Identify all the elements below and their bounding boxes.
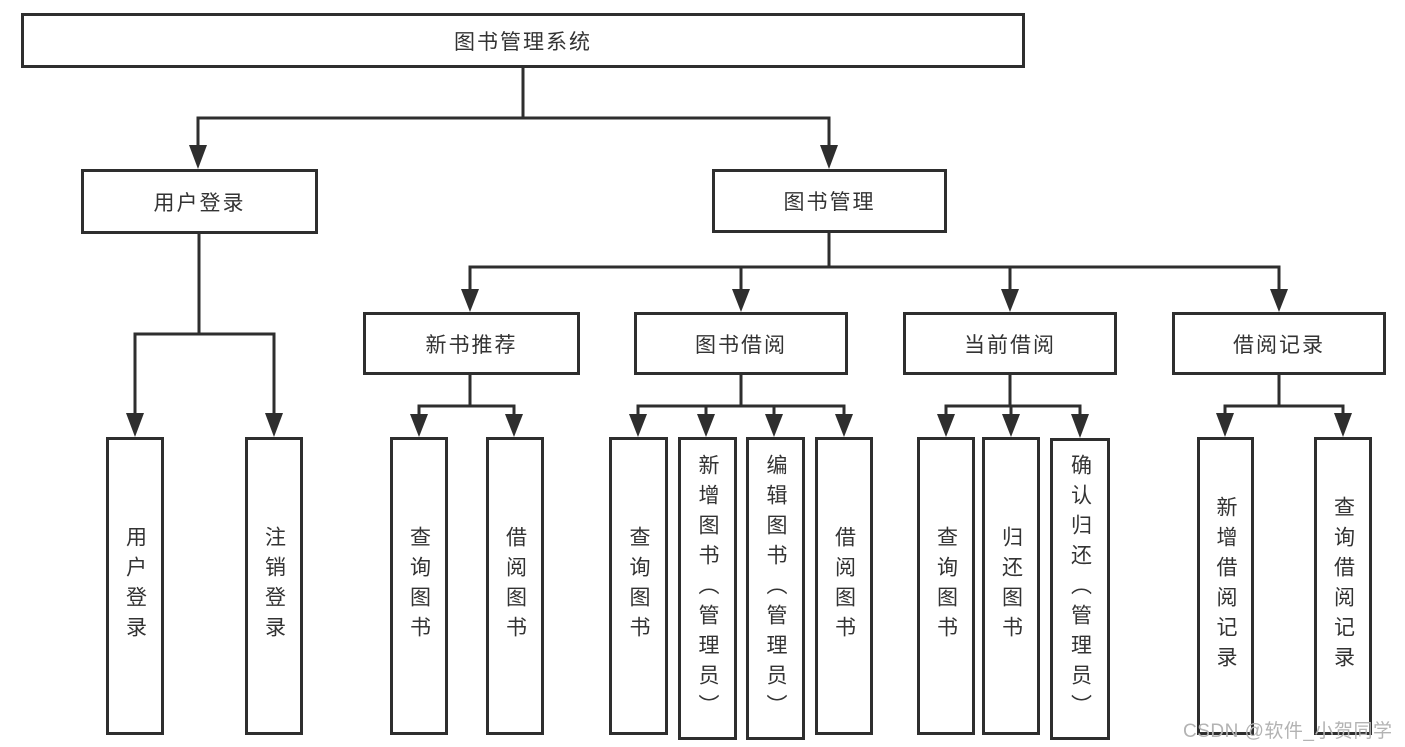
- leaf-borrow-books-recommend: 借阅图书: [486, 437, 544, 735]
- leaf-query-borrow-record-label: 查询借阅记录: [1331, 496, 1355, 676]
- leaf-borrow-books-label: 借阅图书: [832, 526, 856, 646]
- leaf-borrow-books-recommend-label: 借阅图书: [503, 526, 527, 646]
- node-user-login: 用户登录: [81, 169, 318, 234]
- node-user-login-label: 用户登录: [153, 191, 246, 215]
- leaf-add-borrow-record: 新增借阅记录: [1197, 437, 1254, 735]
- leaf-confirm-return-admin-label: 确认归还（管理员）: [1068, 454, 1092, 724]
- leaf-query-books-borrow-label: 查询图书: [627, 526, 650, 646]
- node-book-borrow: 图书借阅: [634, 312, 848, 375]
- node-current-borrow-label: 当前借阅: [964, 333, 1056, 357]
- node-library-system-label: 图书管理系统: [454, 30, 592, 54]
- node-book-management: 图书管理: [712, 169, 947, 233]
- node-library-system: 图书管理系统: [21, 13, 1025, 68]
- leaf-user-login: 用户登录: [106, 437, 164, 735]
- node-borrow-records-label: 借阅记录: [1233, 333, 1325, 357]
- leaf-add-borrow-record-label: 新增借阅记录: [1214, 496, 1237, 676]
- leaf-add-book-admin: 新增图书（管理员）: [678, 437, 737, 740]
- leaf-user-login-label: 用户登录: [123, 526, 147, 646]
- leaf-query-books-current-label: 查询图书: [934, 526, 958, 646]
- leaf-return-book-label: 归还图书: [999, 526, 1023, 646]
- leaf-query-books-recommend: 查询图书: [390, 437, 448, 735]
- watermark-text: CSDN @软件_小贺同学: [1183, 721, 1393, 742]
- leaf-confirm-return-admin: 确认归还（管理员）: [1050, 438, 1110, 740]
- leaf-edit-book-admin: 编辑图书（管理员）: [746, 437, 805, 740]
- leaf-query-books-recommend-label: 查询图书: [407, 526, 431, 646]
- node-borrow-records: 借阅记录: [1172, 312, 1386, 375]
- node-new-book-recommend: 新书推荐: [363, 312, 580, 375]
- leaf-return-book: 归还图书: [982, 437, 1040, 735]
- leaf-query-books-current: 查询图书: [917, 437, 975, 735]
- node-book-borrow-label: 图书借阅: [695, 333, 787, 357]
- leaf-add-book-admin-label: 新增图书（管理员）: [696, 453, 719, 724]
- leaf-query-borrow-record: 查询借阅记录: [1314, 437, 1372, 735]
- leaf-query-books-borrow: 查询图书: [609, 437, 668, 735]
- node-current-borrow: 当前借阅: [903, 312, 1117, 375]
- leaf-logout: 注销登录: [245, 437, 303, 735]
- leaf-borrow-books: 借阅图书: [815, 437, 873, 735]
- node-new-book-recommend-label: 新书推荐: [425, 333, 518, 357]
- leaf-edit-book-admin-label: 编辑图书（管理员）: [764, 453, 787, 724]
- node-book-management-label: 图书管理: [783, 191, 876, 214]
- leaf-logout-label: 注销登录: [262, 526, 286, 646]
